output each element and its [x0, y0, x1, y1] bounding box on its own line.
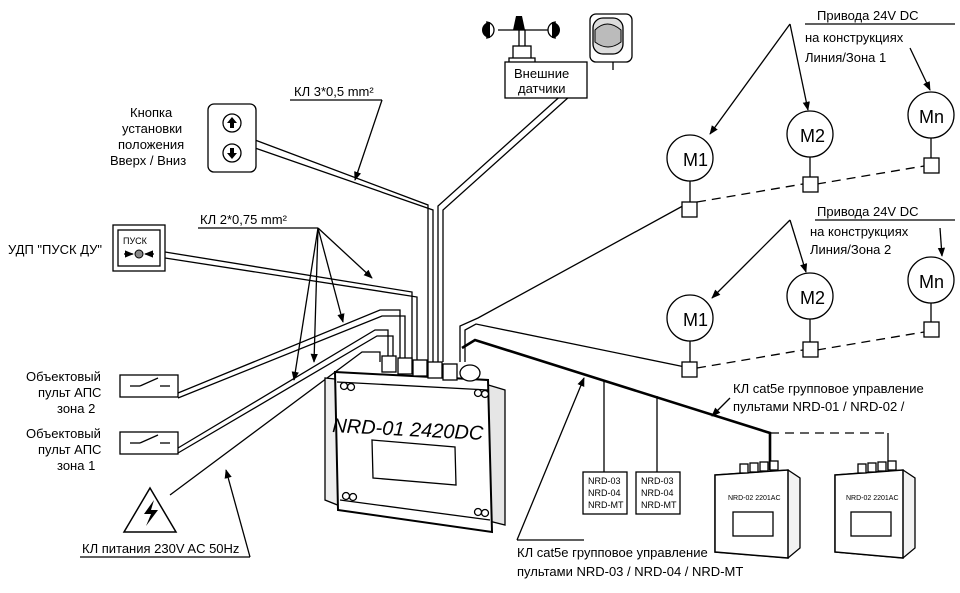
drives-label-zone-2: Привода 24V DC на конструкциях Линия/Зон… — [711, 204, 955, 299]
motor-m2-zone2 — [786, 272, 834, 320]
junction-box-4 — [681, 361, 698, 378]
svg-text:пультами NRD-03 / NRD-04 / NRD: пультами NRD-03 / NRD-04 / NRD-MT — [517, 564, 743, 579]
svg-text:NRD-04: NRD-04 — [641, 488, 674, 498]
motion-sensor-icon — [589, 13, 633, 70]
junction-box-2 — [802, 176, 819, 193]
motor-mn-zone1 — [907, 91, 955, 139]
svg-text:КЛ 2*0,75 mm²: КЛ 2*0,75 mm² — [200, 212, 288, 227]
module-box-a: NRD-03 NRD-04 NRD-MT — [582, 471, 628, 515]
svg-text:Линия/Зона 1: Линия/Зона 1 — [805, 50, 886, 65]
panel-device-1: NRD-02 2201AC — [714, 460, 801, 559]
svg-text:NRD-03: NRD-03 — [588, 476, 621, 486]
motors-zone-1: M1 M2 Mn — [666, 91, 955, 182]
module-box-b: NRD-03 NRD-04 NRD-MT — [635, 471, 681, 515]
external-sensors: Внешние датчики — [482, 13, 633, 99]
svg-text:пульт АПС: пульт АПС — [38, 442, 101, 457]
junction-box-6 — [923, 321, 940, 338]
svg-text:зона 1: зона 1 — [57, 458, 95, 473]
svg-text:УДП "ПУСК ДУ": УДП "ПУСК ДУ" — [8, 242, 102, 257]
svg-text:на конструкциях: на конструкциях — [805, 30, 904, 45]
drive-network-zone-2 — [681, 300, 940, 378]
svg-text:КЛ cat5e групповое управление: КЛ cat5e групповое управление — [517, 545, 708, 560]
motor-m2-zone1 — [786, 110, 834, 158]
svg-text:Привода 24V DC: Привода 24V DC — [817, 8, 919, 23]
svg-text:Вверх / Вниз: Вверх / Вниз — [110, 153, 186, 168]
cat5e-label-bottom: КЛ cat5e групповое управление пультами N… — [516, 377, 743, 579]
motors-zone-2: M1 M2 Mn — [666, 256, 955, 342]
motor-m1-zone1 — [666, 134, 714, 182]
svg-text:NRD-MT: NRD-MT — [588, 500, 624, 510]
main-control-unit: NRD-01 2420DC — [324, 355, 506, 534]
junction-box-3 — [923, 157, 940, 174]
svg-text:NRD-02 2201AC: NRD-02 2201AC — [846, 495, 899, 502]
cable-lines — [164, 91, 889, 496]
svg-text:пульт АПС: пульт АПС — [38, 385, 101, 400]
svg-text:датчики: датчики — [518, 81, 565, 96]
svg-text:Mn: Mn — [919, 107, 944, 127]
junction-box-5 — [802, 341, 819, 358]
cat5e-label-top: КЛ cat5e групповое управление пультами N… — [711, 381, 924, 417]
svg-text:M1: M1 — [683, 150, 708, 170]
svg-text:Объектовый: Объектовый — [26, 426, 101, 441]
svg-text:КЛ 3*0,5 mm²: КЛ 3*0,5 mm² — [294, 84, 374, 99]
svg-text:M2: M2 — [800, 288, 825, 308]
up-down-button-device: Кнопка установки положения Вверх / Вниз — [110, 103, 257, 173]
switch-zone-1: Объектовый пульт АПС зона 1 — [26, 426, 179, 473]
svg-text:NRD-02 2201AC: NRD-02 2201AC — [728, 495, 781, 502]
svg-text:Кнопка: Кнопка — [130, 105, 173, 120]
udp-start-device: ПУСК УДП "ПУСК ДУ" — [8, 224, 166, 272]
svg-text:M1: M1 — [683, 310, 708, 330]
junction-box-1 — [681, 201, 698, 218]
svg-text:NRD-MT: NRD-MT — [641, 500, 677, 510]
svg-text:NRD-04: NRD-04 — [588, 488, 621, 498]
svg-text:пультами NRD-01 / NRD-02 /: пультами NRD-01 / NRD-02 / — [733, 399, 905, 414]
svg-text:на конструкциях: на конструкциях — [810, 224, 909, 239]
svg-text:установки: установки — [122, 121, 182, 136]
svg-text:Линия/Зона 2: Линия/Зона 2 — [810, 242, 891, 257]
svg-text:КЛ cat5e групповое управление: КЛ cat5e групповое управление — [733, 381, 924, 396]
anemometer-icon — [482, 16, 560, 67]
svg-text:M2: M2 — [800, 126, 825, 146]
drives-label-zone-1: Привода 24V DC на конструкциях Линия/Зон… — [709, 8, 955, 135]
svg-text:КЛ питания 230V AC 50Hz: КЛ питания 230V AC 50Hz — [82, 541, 239, 556]
svg-text:положения: положения — [118, 137, 184, 152]
cable-label-signals: КЛ 2*0,75 mm² — [198, 212, 373, 381]
panel-device-2: NRD-02 2201AC — [834, 460, 916, 559]
svg-text:ПУСК: ПУСК — [123, 236, 148, 246]
svg-text:NRD-03: NRD-03 — [641, 476, 674, 486]
svg-text:Внешние: Внешние — [514, 66, 569, 81]
svg-text:Mn: Mn — [919, 272, 944, 292]
svg-text:Объектовый: Объектовый — [26, 369, 101, 384]
cable-label-power: КЛ питания 230V AC 50Hz — [80, 469, 251, 558]
motor-m1-zone2 — [666, 294, 714, 342]
switch-zone-2: Объектовый пульт АПС зона 2 — [26, 369, 179, 416]
power-warning-icon — [122, 486, 178, 533]
svg-text:Привода 24V DC: Привода 24V DC — [817, 204, 919, 219]
motor-mn-zone2 — [907, 256, 955, 304]
cable-label-button: КЛ 3*0,5 mm² — [290, 84, 383, 181]
svg-text:зона 2: зона 2 — [57, 401, 95, 416]
